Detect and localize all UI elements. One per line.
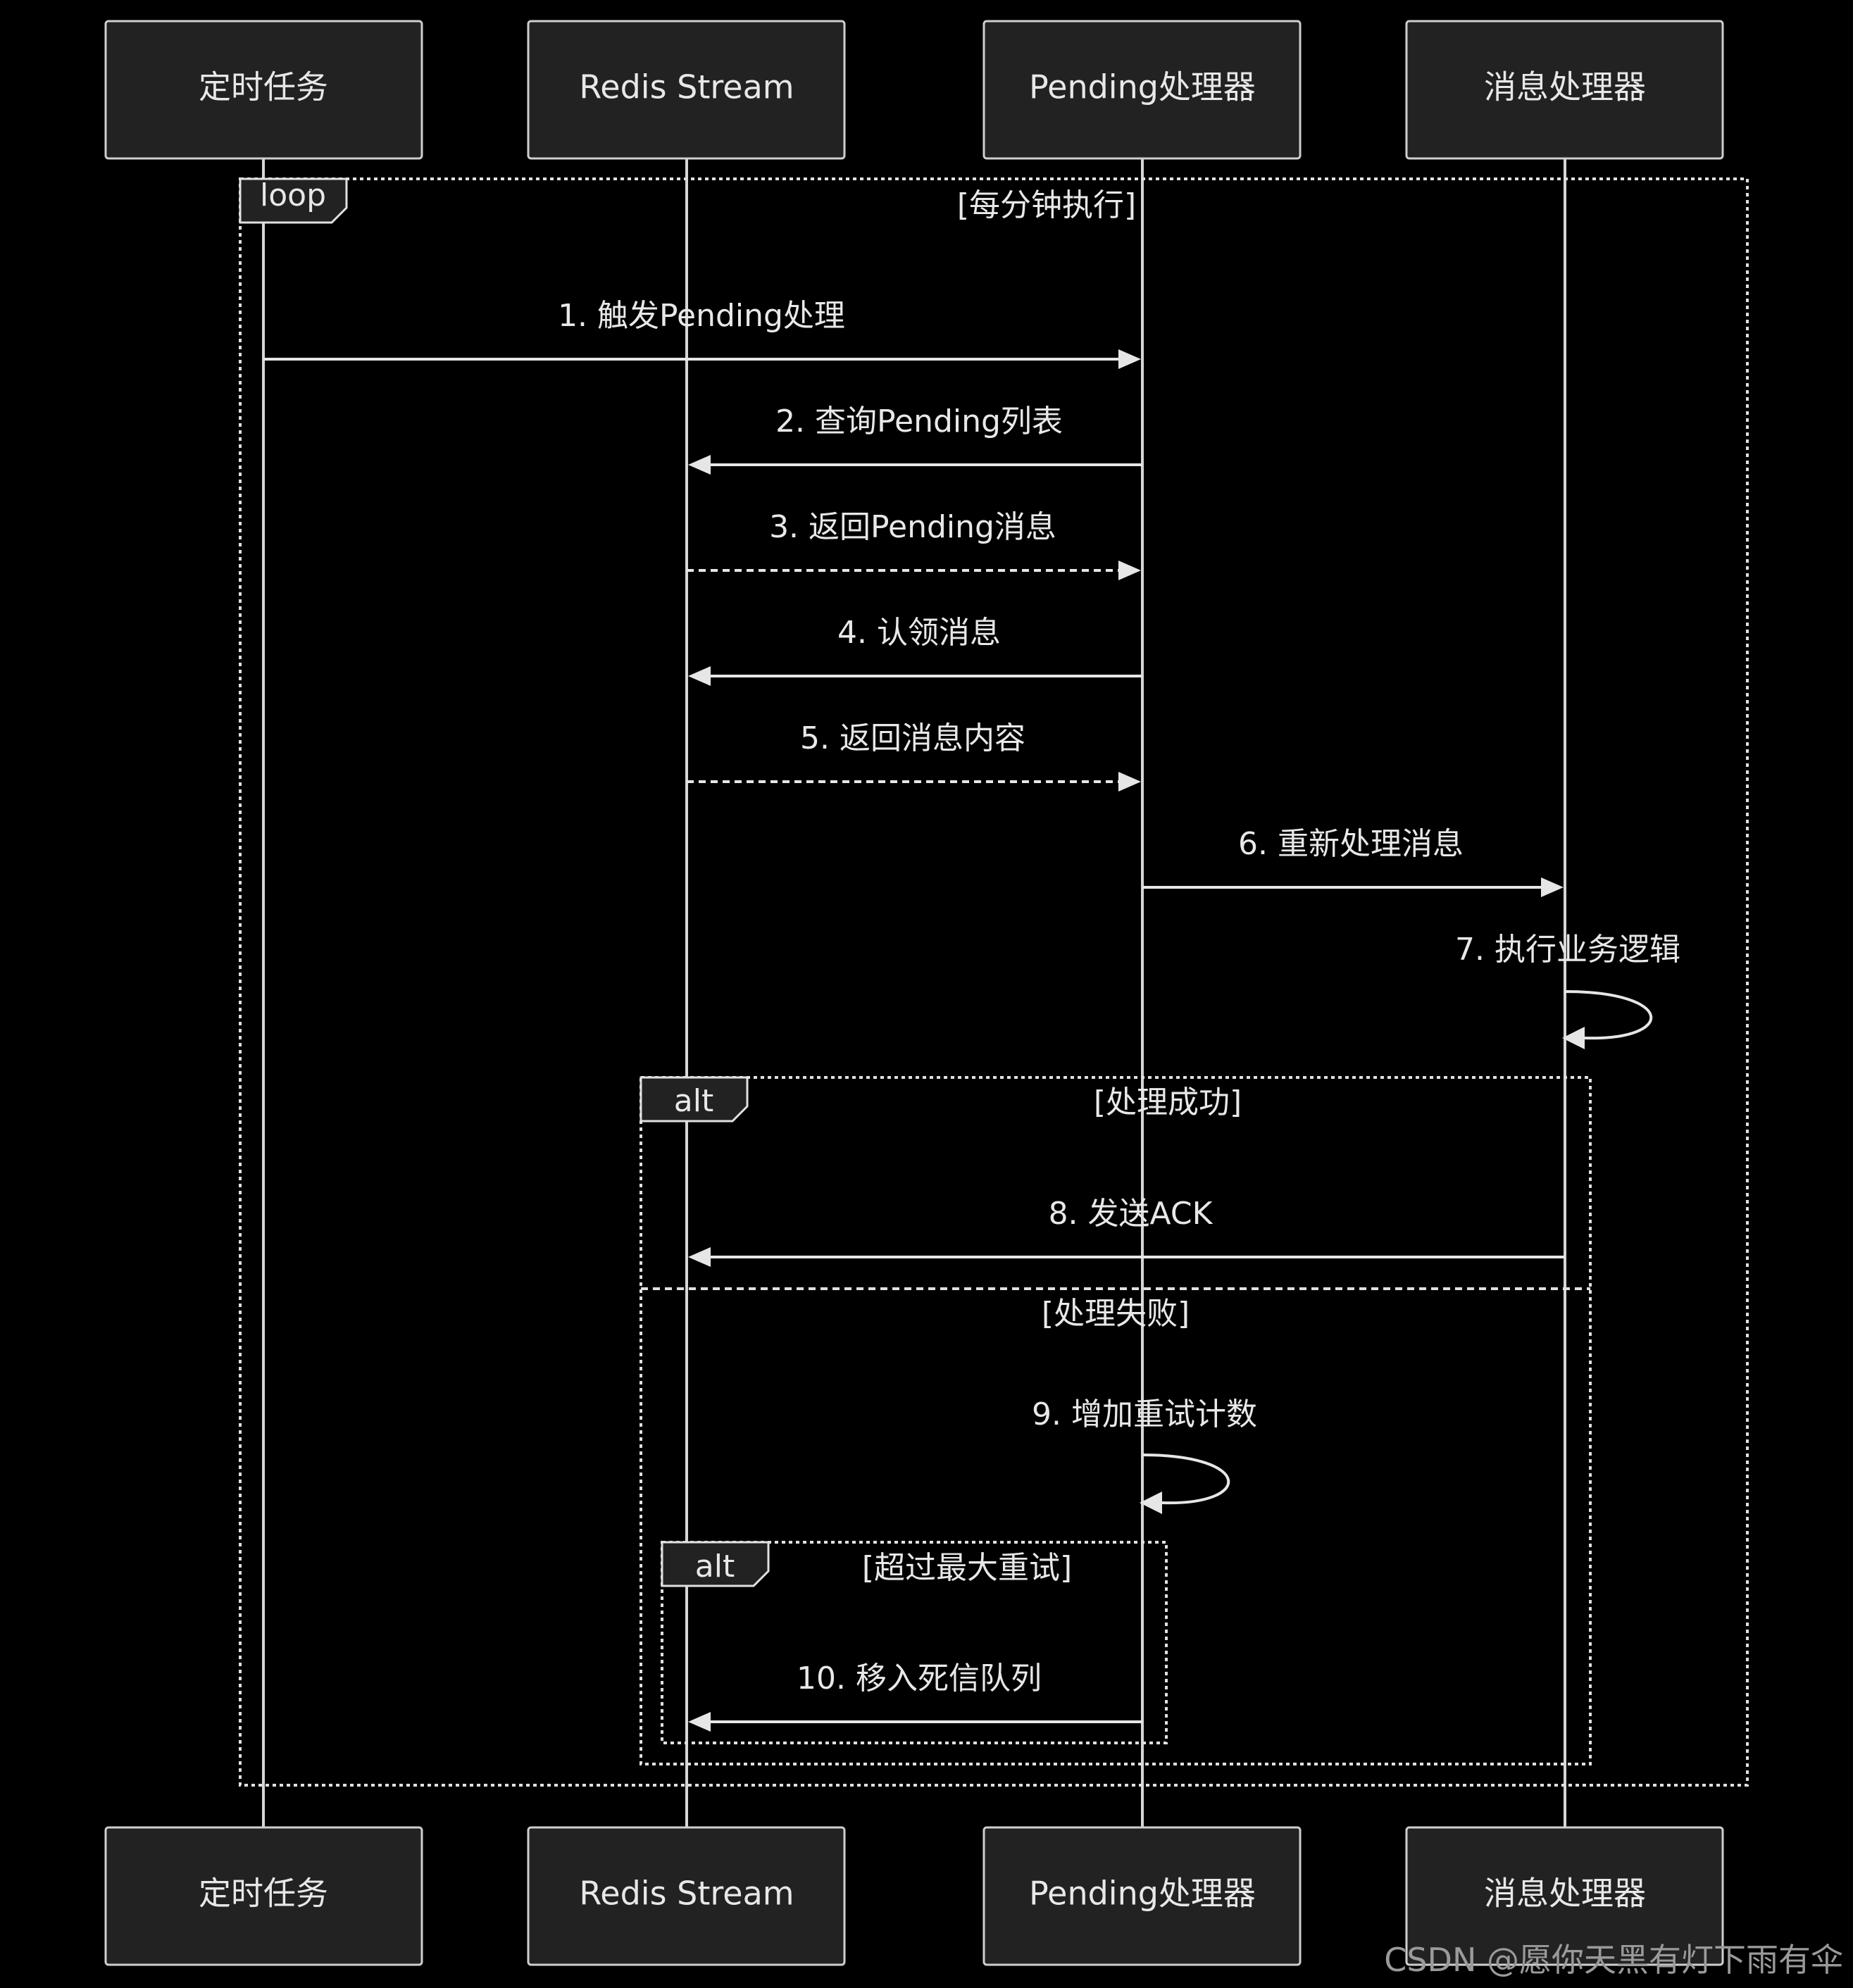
- alt-outer-condition: [处理成功]: [1094, 1084, 1242, 1120]
- actor-label: 消息处理器: [1484, 68, 1646, 106]
- message-6: 6. 重新处理消息: [1142, 826, 1564, 897]
- message-10: 10. 移入死信队列: [688, 1661, 1142, 1732]
- arrowhead: [1562, 1027, 1585, 1049]
- actor-label: Redis Stream: [579, 1875, 794, 1913]
- arrowhead: [1118, 561, 1141, 580]
- message-8: 8. 发送ACK: [688, 1196, 1565, 1267]
- actor-bottom-redis-stream: Redis Stream: [527, 1826, 846, 1966]
- message-label: 10. 移入死信队列: [797, 1661, 1042, 1696]
- actor-label: Pending处理器: [1029, 1875, 1256, 1913]
- loop-condition: [每分钟执行]: [957, 187, 1136, 223]
- actor-bottom-pending-handler: Pending处理器: [982, 1826, 1302, 1966]
- message-label: 8. 发送ACK: [1049, 1196, 1214, 1232]
- message-1: 1. 触发Pending处理: [263, 298, 1141, 369]
- actor-bottom-message-handler: 消息处理器: [1405, 1826, 1724, 1966]
- arrowhead: [1140, 1492, 1162, 1514]
- arrowhead: [1541, 877, 1564, 897]
- arrowhead: [1118, 772, 1141, 792]
- message-label: 5. 返回消息内容: [800, 720, 1025, 756]
- arrowhead: [688, 1712, 711, 1732]
- arrowhead: [688, 666, 711, 686]
- actor-top-redis-stream: Redis Stream: [527, 20, 846, 160]
- actor-bottom-scheduler: 定时任务: [104, 1826, 423, 1966]
- actor-label: 消息处理器: [1484, 1875, 1646, 1913]
- loop-label: loop: [260, 177, 326, 213]
- message-3: 3. 返回Pending消息: [687, 509, 1141, 580]
- message-4: 4. 认领消息: [688, 615, 1142, 686]
- message-label: 4. 认领消息: [837, 615, 1001, 651]
- actor-label: 定时任务: [199, 68, 328, 106]
- actor-label: Pending处理器: [1029, 68, 1256, 106]
- actor-top-pending-handler: Pending处理器: [982, 20, 1302, 160]
- watermark: CSDN @愿你天黑有灯下雨有伞: [1384, 1941, 1843, 1979]
- alt-outer-else-condition: [处理失败]: [1042, 1296, 1190, 1332]
- message-2: 2. 查询Pending列表: [688, 404, 1142, 475]
- actor-top-scheduler: 定时任务: [104, 20, 423, 160]
- alt-outer-label: alt: [674, 1083, 713, 1119]
- message-label: 3. 返回Pending消息: [769, 509, 1056, 545]
- alt-inner-condition: [超过最大重试]: [862, 1550, 1072, 1586]
- message-5: 5. 返回消息内容: [687, 720, 1141, 792]
- actor-label: Redis Stream: [579, 68, 794, 106]
- message-label: 6. 重新处理消息: [1238, 826, 1464, 862]
- actor-top-message-handler: 消息处理器: [1405, 20, 1724, 160]
- message-7-self: 7. 执行业务逻辑: [1455, 932, 1680, 1049]
- message-label: 1. 触发Pending处理: [558, 298, 845, 334]
- alt-frame-inner: alt [超过最大重试]: [661, 1541, 1168, 1744]
- message-9-self: 9. 增加重试计数: [1032, 1396, 1257, 1514]
- alt-frame-outer: alt [处理成功] [处理失败]: [639, 1076, 1592, 1765]
- arrowhead: [688, 455, 711, 475]
- message-label: 7. 执行业务逻辑: [1455, 932, 1680, 968]
- message-label: 2. 查询Pending列表: [775, 404, 1063, 439]
- arrowhead: [688, 1247, 711, 1267]
- actor-label: 定时任务: [199, 1875, 328, 1913]
- message-label: 9. 增加重试计数: [1032, 1396, 1257, 1432]
- loop-frame: loop [每分钟执行]: [239, 177, 1749, 1787]
- alt-inner-label: alt: [695, 1549, 735, 1584]
- arrowhead: [1118, 349, 1141, 369]
